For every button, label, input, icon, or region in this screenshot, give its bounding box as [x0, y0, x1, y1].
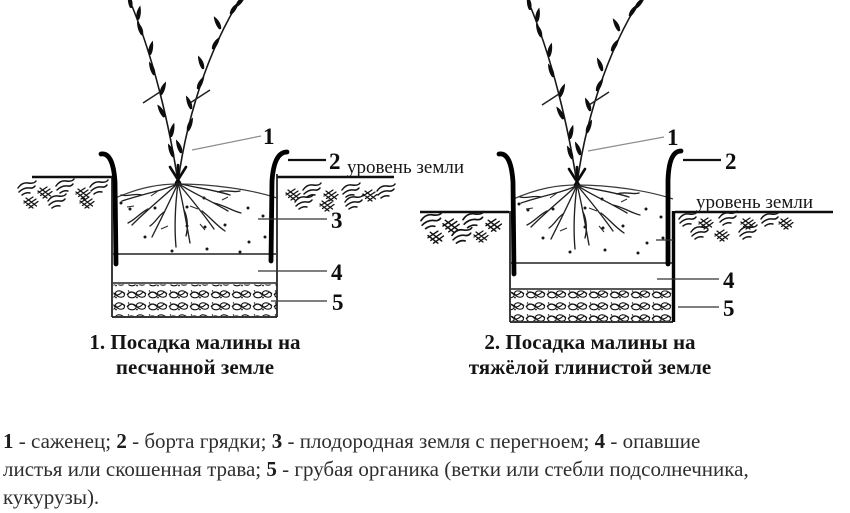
caption-left-line2: песчанной земле [115, 355, 275, 379]
organic-layer-texture-left [113, 284, 277, 316]
ground-level-label-left: уровень земли [347, 157, 464, 178]
caption-left-line1: 1. Посадка малины на [89, 330, 301, 354]
bed-structure-left [32, 149, 394, 318]
callout-5-label-left: 5 [332, 290, 344, 315]
callout-4-label-right: 4 [723, 268, 735, 293]
legend-num-1: 1 [3, 429, 14, 453]
callout-lines-left [191, 135, 327, 302]
organic-layer-texture-right [511, 290, 672, 321]
callout-2-label-left: 2 [329, 149, 341, 174]
legend-line-2: листья или скошенная трава; 5 - грубая о… [3, 455, 825, 483]
legend-term-5-start: - грубая органика (ветки или стебли подс… [276, 457, 749, 481]
callout-5-label-right: 5 [723, 296, 735, 321]
callout-lines-right [587, 136, 721, 308]
caption-left: 1. Посадка малины на песчанной земле [40, 330, 350, 380]
soil-dots-right [517, 197, 665, 255]
caption-right: 2. Посадка малины на тяжёлой глинистой з… [425, 330, 755, 380]
legend-num-4: 4 [594, 429, 606, 453]
surrounding-soil-hatch-right [420, 210, 794, 244]
figure-legend: 1 - саженец; 2 - борта грядки; 3 - плодо… [3, 427, 825, 511]
legend-term-3: - плодородная земля с перегноем; [282, 429, 595, 453]
legend-num-3: 3 [271, 429, 283, 453]
callout-1-label-left: 1 [263, 124, 275, 149]
legend-term-4-start: - опавшие [605, 429, 701, 453]
callout-2-label-right: 2 [725, 149, 737, 174]
callout-3-label-left: 3 [331, 208, 343, 233]
soil-dots-left [119, 196, 267, 254]
legend-num-5: 5 [266, 457, 277, 481]
planting-diagrams-drawing: 1 2 3 4 5 уровень земли [17, 0, 833, 323]
diagram-right-clay-soil: 1 2 4 5 уровень земли [420, 0, 833, 323]
legend-line-1: 1 - саженец; 2 - борта грядки; 3 - плодо… [3, 427, 825, 455]
raspberry-sapling-right [520, 0, 645, 249]
legend-term-5-end: кукурузы). [3, 485, 100, 509]
legend-term-1: - саженец; [13, 429, 117, 453]
legend-term-2: - борта грядки; [126, 429, 272, 453]
bed-structure-right [420, 148, 833, 323]
callout-4-label-left: 4 [331, 260, 343, 285]
legend-line-3: кукурузы). [3, 483, 825, 511]
caption-right-line2: тяжёлой глинистой земле [468, 355, 712, 379]
callout-1-label-right: 1 [667, 125, 679, 150]
ground-level-label-right: уровень земли [696, 192, 813, 213]
surrounding-soil-hatch-left [17, 178, 396, 212]
legend-num-2: 2 [116, 429, 127, 453]
raspberry-sapling-left [121, 0, 246, 247]
caption-right-line1: 2. Посадка малины на [484, 330, 696, 354]
legend-term-4-end: листья или скошенная трава; [3, 457, 267, 481]
diagram-left-sandy-soil: 1 2 3 4 5 уровень земли [17, 0, 464, 318]
